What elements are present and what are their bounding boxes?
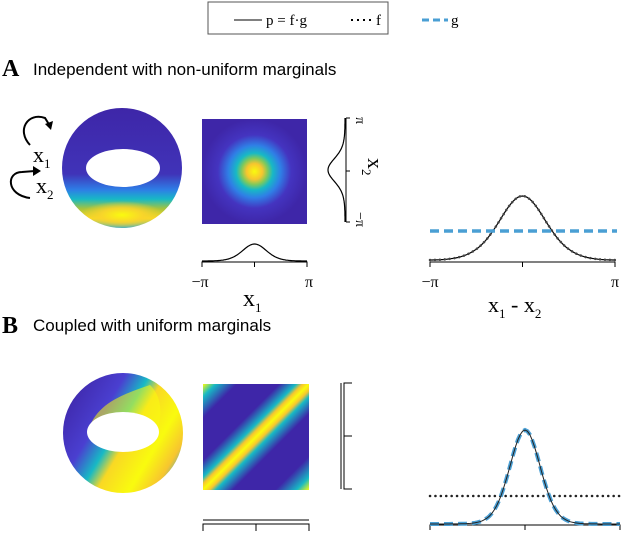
diff-tick-left: −π [421, 274, 438, 291]
heatmap-b [203, 384, 309, 490]
panel-a-title: Independent with non-uniform marginals [33, 60, 336, 79]
p-curve-a [430, 195, 615, 261]
diff-axis-b [429, 524, 621, 530]
panel-b-title: Coupled with uniform marginals [33, 316, 271, 335]
diff-tick-right: π [611, 274, 619, 291]
rotation-label-x2: x2 [36, 173, 54, 202]
rotation-arrow-x2-icon [10, 170, 36, 199]
p-curve-b [430, 429, 620, 525]
heatmap-a [202, 119, 307, 224]
diff-axis-a [429, 261, 616, 267]
marginal-x1-curve [202, 243, 307, 262]
marginal-x2-b [340, 382, 352, 490]
legend-label-p: p = f·g [266, 13, 307, 29]
x1-tick-left: −π [191, 274, 208, 291]
legend-label-f: f [376, 13, 381, 29]
x2-axis-label: x2 [359, 158, 388, 176]
marginal-x1-a: −π π x1 [191, 243, 313, 315]
legend: p = f·g f g [207, 1, 459, 35]
marginal-x2-a: π −π x2 [327, 117, 388, 227]
marginal-x2-curve [327, 118, 346, 222]
diff-plot-a: −π π x1 - x2 [421, 194, 619, 321]
rotation-label-x1: x1 [33, 142, 51, 171]
rotation-arrow-x1-icon [23, 115, 51, 146]
x2-tick-bottom: −π [352, 212, 367, 227]
torus-a [62, 108, 182, 228]
x1-axis-label: x1 [243, 286, 262, 315]
marginal-x1-b [202, 519, 310, 531]
diff-plot-b [428, 427, 622, 530]
x1-tick-right: π [305, 274, 313, 291]
torus-b [63, 373, 183, 493]
panel-b-letter: B [2, 313, 18, 339]
rotation-arrows: x1 x2 [10, 115, 54, 202]
g-curve-b [430, 427, 620, 526]
f-curve-a [428, 194, 617, 262]
legend-box [207, 1, 389, 35]
panel-a-letter: A [2, 56, 20, 82]
diff-axis-label: x1 - x2 [488, 292, 541, 321]
x2-tick-top: π [352, 117, 367, 124]
legend-label-g: g [451, 13, 459, 29]
